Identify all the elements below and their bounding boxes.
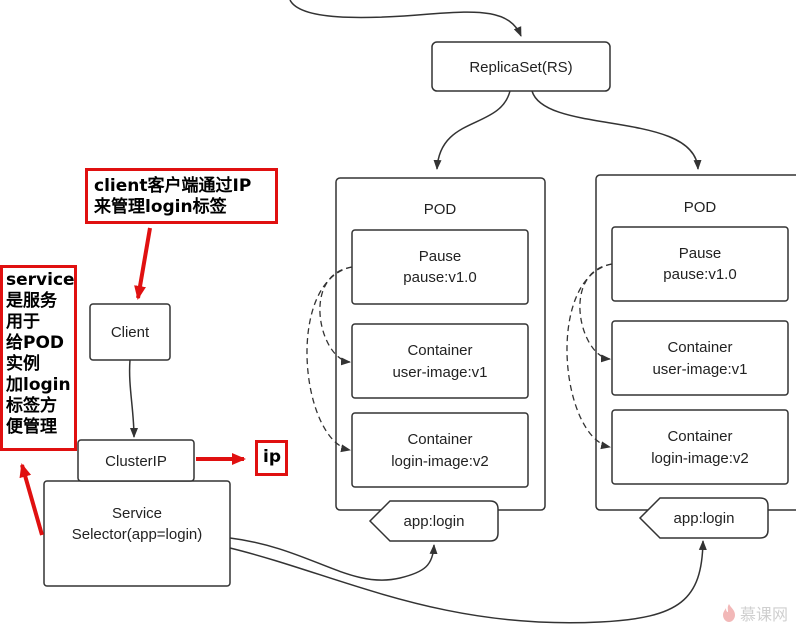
client-note-line1: client客户端通过IP bbox=[94, 176, 252, 196]
client-note-line2: 来管理login标签 bbox=[94, 197, 227, 217]
pod-2-container2-image: login-image:v2 bbox=[651, 450, 749, 467]
pod-2-pause-image: pause:v1.0 bbox=[663, 266, 736, 283]
flame-logo-icon bbox=[722, 604, 735, 622]
client-note-arrow bbox=[134, 227, 152, 300]
service-node: Service Selector(app=login) bbox=[43, 480, 231, 587]
pod-1-title: POD bbox=[424, 201, 457, 218]
ip-note-callout: ip bbox=[255, 440, 288, 476]
client-label: Client bbox=[111, 324, 150, 341]
replicaset-node: ReplicaSet(RS) bbox=[431, 41, 611, 92]
pod-2-label-text: app:login bbox=[674, 510, 735, 527]
service-note-line: 用于 bbox=[6, 312, 40, 332]
service-selector: Selector(app=login) bbox=[72, 526, 203, 543]
pod-1-container2-name: Container bbox=[407, 431, 472, 448]
pod-2-label-tag: app:login bbox=[638, 497, 769, 539]
client-to-clusterip-arrow bbox=[128, 359, 138, 438]
clusterip-label: ClusterIP bbox=[105, 453, 167, 470]
pod-1-label-text: app:login bbox=[404, 513, 465, 530]
service-note-callout: service 是服务 用于 给POD 实例 加login 标签方 便管理 bbox=[0, 265, 77, 451]
service-note-line: 是服务 bbox=[6, 291, 57, 311]
pod-1-pause-image: pause:v1.0 bbox=[403, 269, 476, 286]
service-note-arrow bbox=[19, 463, 44, 536]
pod-1: POD Pause pause:v1.0 Container user-imag… bbox=[306, 177, 546, 511]
ip-note-label: ip bbox=[263, 447, 281, 467]
service-name: Service bbox=[112, 505, 162, 522]
watermark: 慕课网 bbox=[722, 601, 788, 625]
service-note-line: 加login bbox=[6, 375, 71, 395]
client-note-callout: client客户端通过IP 来管理login标签 bbox=[85, 168, 278, 224]
pod-1-container1-image: user-image:v1 bbox=[392, 364, 487, 381]
pod-2-pause-name: Pause bbox=[679, 245, 722, 262]
pod-2-container2-name: Container bbox=[667, 428, 732, 445]
service-to-pod1-label-arrow bbox=[229, 537, 438, 581]
rs-to-pod2-arrow bbox=[531, 90, 702, 170]
service-note-line: 给POD bbox=[6, 333, 65, 353]
pod-2-container1-name: Container bbox=[667, 339, 732, 356]
rs-to-pod1-arrow bbox=[433, 90, 511, 170]
service-note-line: 标签方 bbox=[6, 396, 57, 416]
pod-1-pause-name: Pause bbox=[419, 248, 462, 265]
pod-1-label-tag: app:login bbox=[368, 500, 499, 542]
client-node: Client bbox=[89, 303, 171, 361]
watermark-text: 慕课网 bbox=[739, 605, 788, 624]
pod-1-container2-image: login-image:v2 bbox=[391, 453, 489, 470]
pod-2-container1-image: user-image:v1 bbox=[652, 361, 747, 378]
pod-2-title: POD bbox=[684, 199, 717, 216]
clusterip-node: ClusterIP bbox=[77, 439, 195, 482]
service-note-line: 便管理 bbox=[6, 417, 57, 437]
service-to-pod2-label-arrow bbox=[229, 540, 707, 624]
replicaset-label: ReplicaSet(RS) bbox=[469, 59, 572, 76]
pod-1-container1-name: Container bbox=[407, 342, 472, 359]
pod-2: POD Pause pause:v1.0 Container user-imag… bbox=[566, 174, 796, 511]
incoming-connector bbox=[289, 0, 522, 37]
service-note-line: service bbox=[6, 270, 75, 290]
service-note-line: 实例 bbox=[6, 354, 40, 374]
